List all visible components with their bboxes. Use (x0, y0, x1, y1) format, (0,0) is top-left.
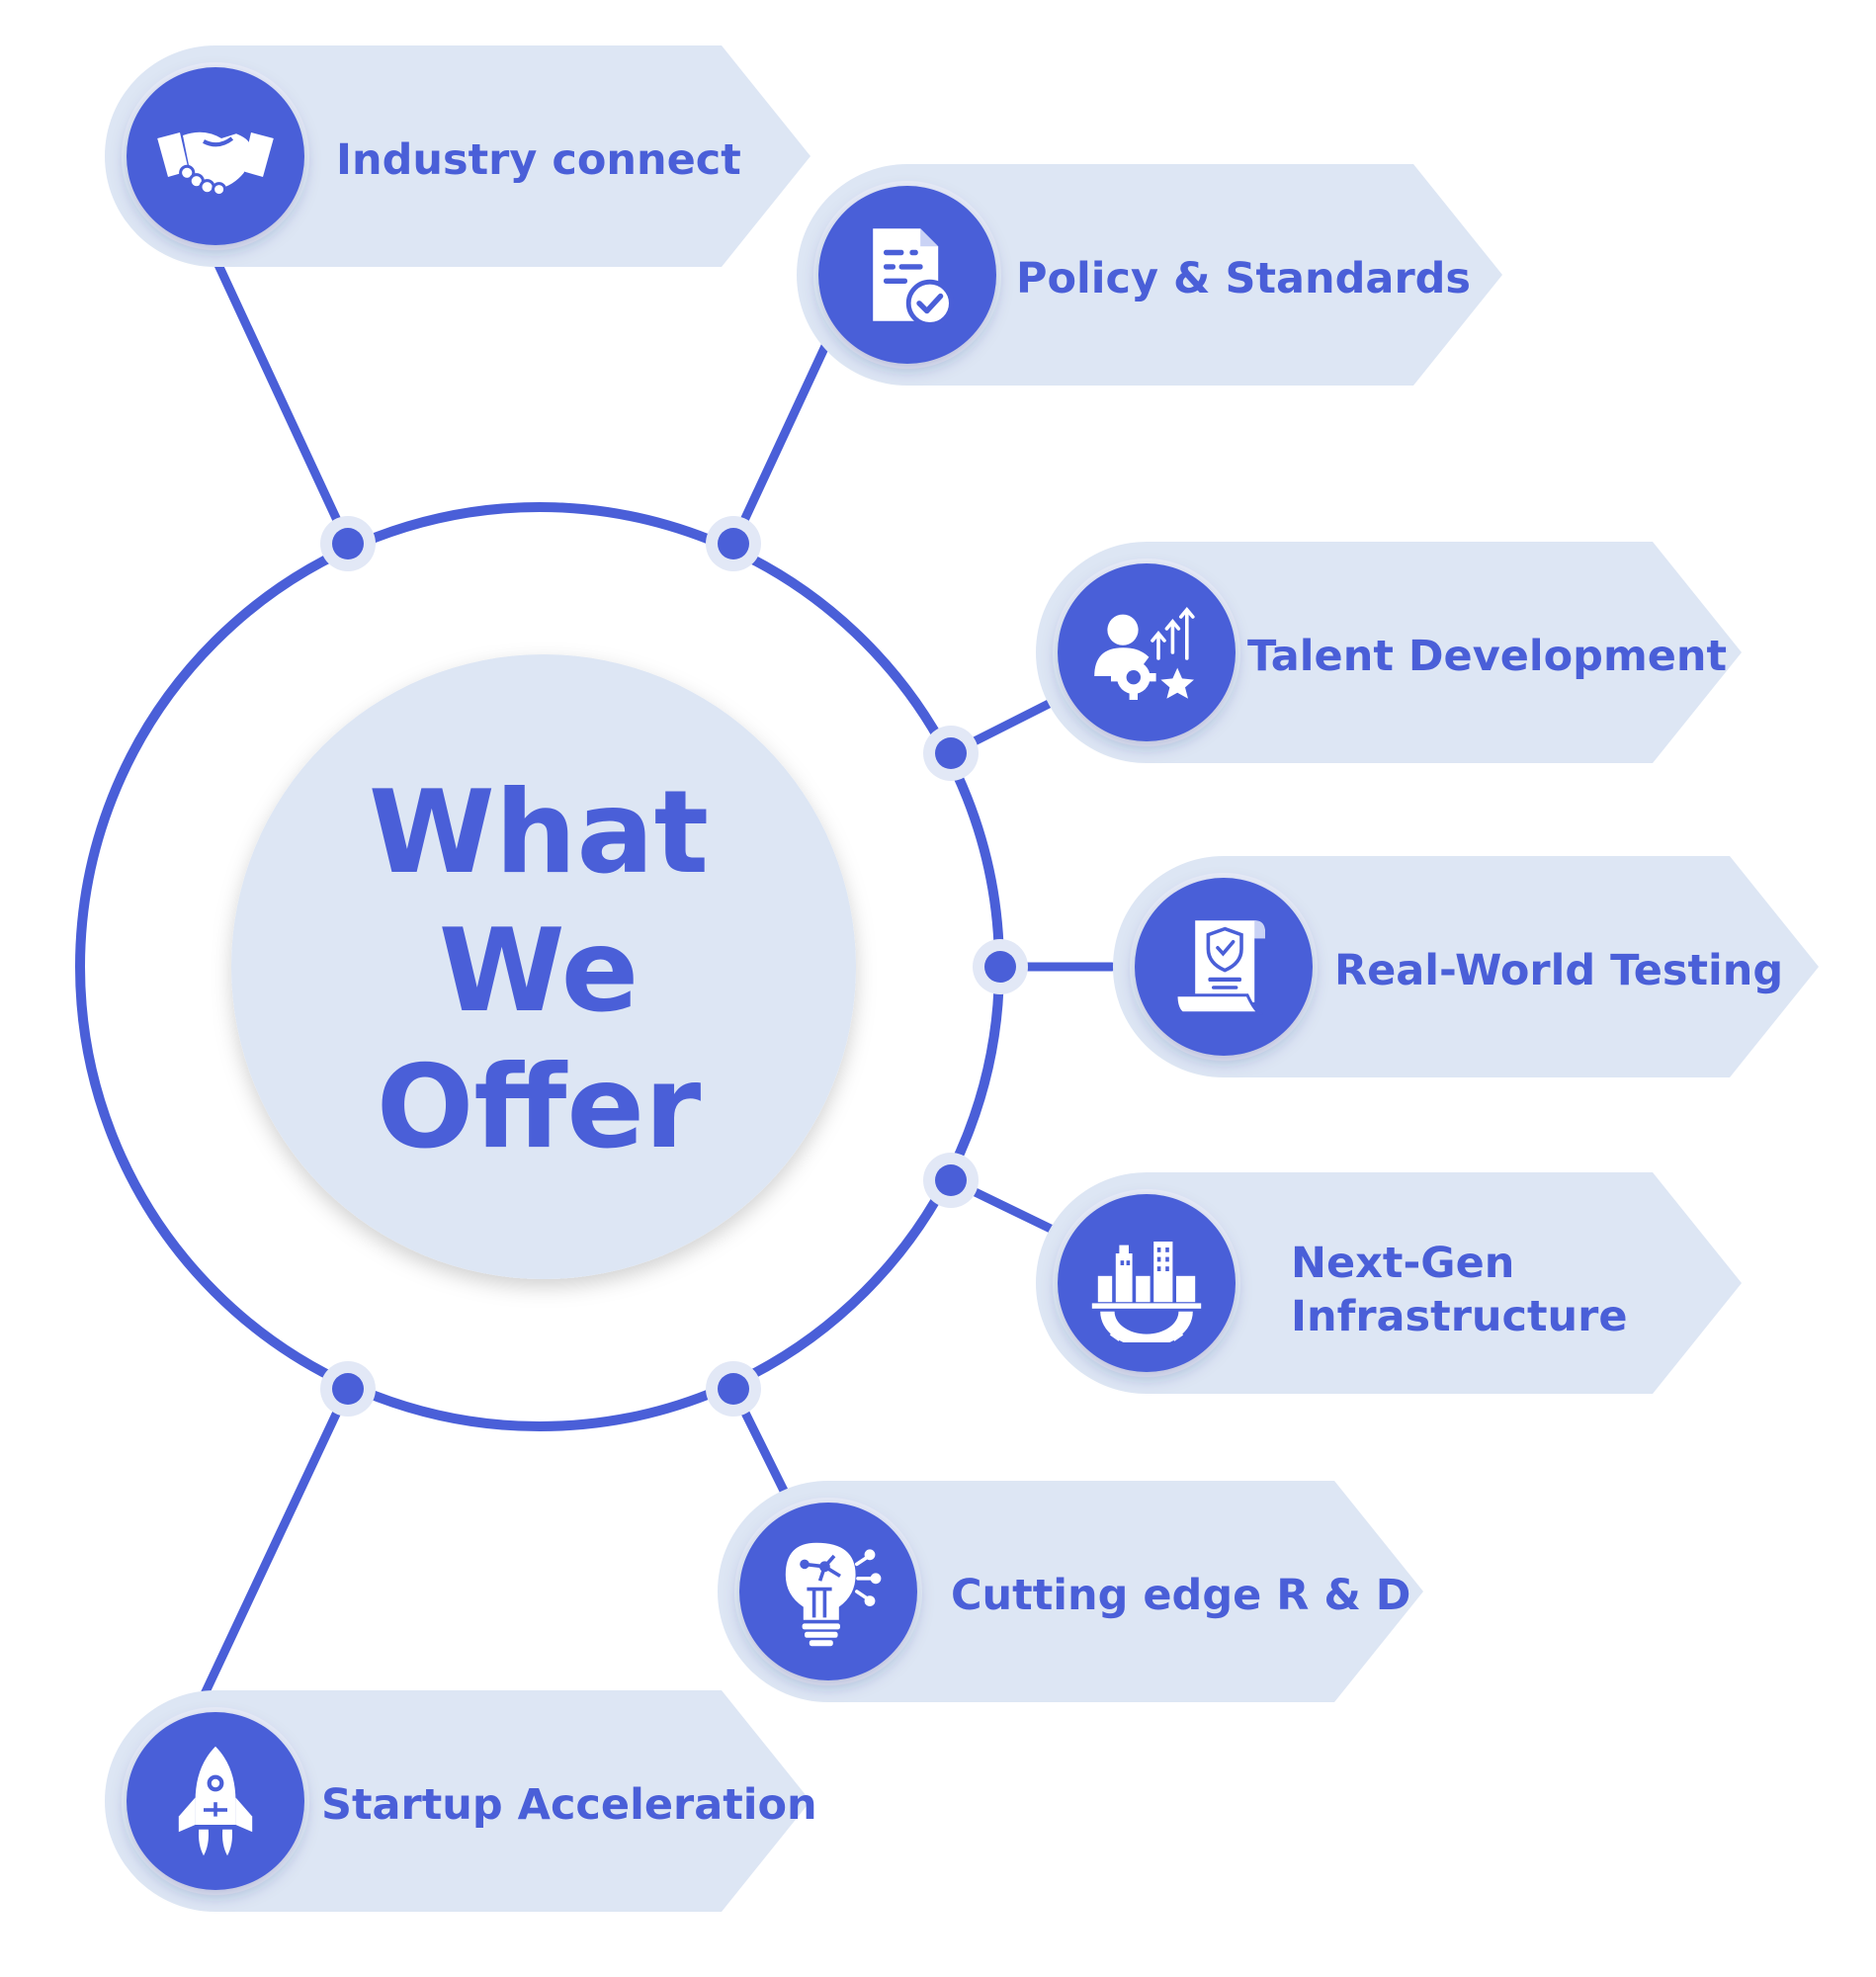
offer-item-policy-standards: Policy & Standards (797, 164, 1502, 386)
ring-junctions (320, 516, 1028, 1417)
center-title-line-3: Offer (377, 1041, 701, 1174)
junction-real-world-testing (973, 939, 1028, 994)
offer-label-line-1: Next-Gen (1291, 1239, 1514, 1288)
icon-disc (1058, 563, 1236, 741)
offer-label: Real-World Testing (1334, 946, 1783, 995)
junction-startup-acceleration (320, 1361, 376, 1417)
offer-item-cutting-edge-rd: Cutting edge R & D (718, 1481, 1423, 1702)
connector-startup-acceleration (198, 1384, 353, 1703)
center-title-line-1: What (369, 766, 709, 900)
offer-label: Cutting edge R & D (951, 1571, 1410, 1620)
offer-label: Policy & Standards (1016, 254, 1471, 303)
center-disc (231, 654, 856, 1279)
connector-policy-standards (728, 341, 830, 549)
junction-talent-development (923, 726, 979, 781)
offer-label: Industry connect (336, 135, 741, 185)
offer-item-real-world-testing: Real-World Testing (1113, 856, 1819, 1077)
connector-industry-connect (208, 247, 353, 549)
center-title-line-2: We (439, 904, 640, 1038)
offer-label-line-2: Infrastructure (1291, 1292, 1628, 1341)
offer-item-startup-acceleration: Startup Acceleration (105, 1690, 817, 1912)
center-title: What We Offer (369, 766, 709, 1174)
offer-item-talent-development: Talent Development (1036, 542, 1742, 763)
junction-policy-standards (706, 516, 761, 571)
offer-label: Startup Acceleration (321, 1780, 817, 1830)
junction-next-gen-infrastructure (923, 1153, 979, 1208)
offer-label: Talent Development (1247, 632, 1727, 681)
offer-item-next-gen-infrastructure: Next-Gen Infrastructure (1036, 1172, 1742, 1394)
junction-industry-connect (320, 516, 376, 571)
offer-item-industry-connect: Industry connect (105, 45, 810, 267)
junction-cutting-edge-rd (706, 1361, 761, 1417)
